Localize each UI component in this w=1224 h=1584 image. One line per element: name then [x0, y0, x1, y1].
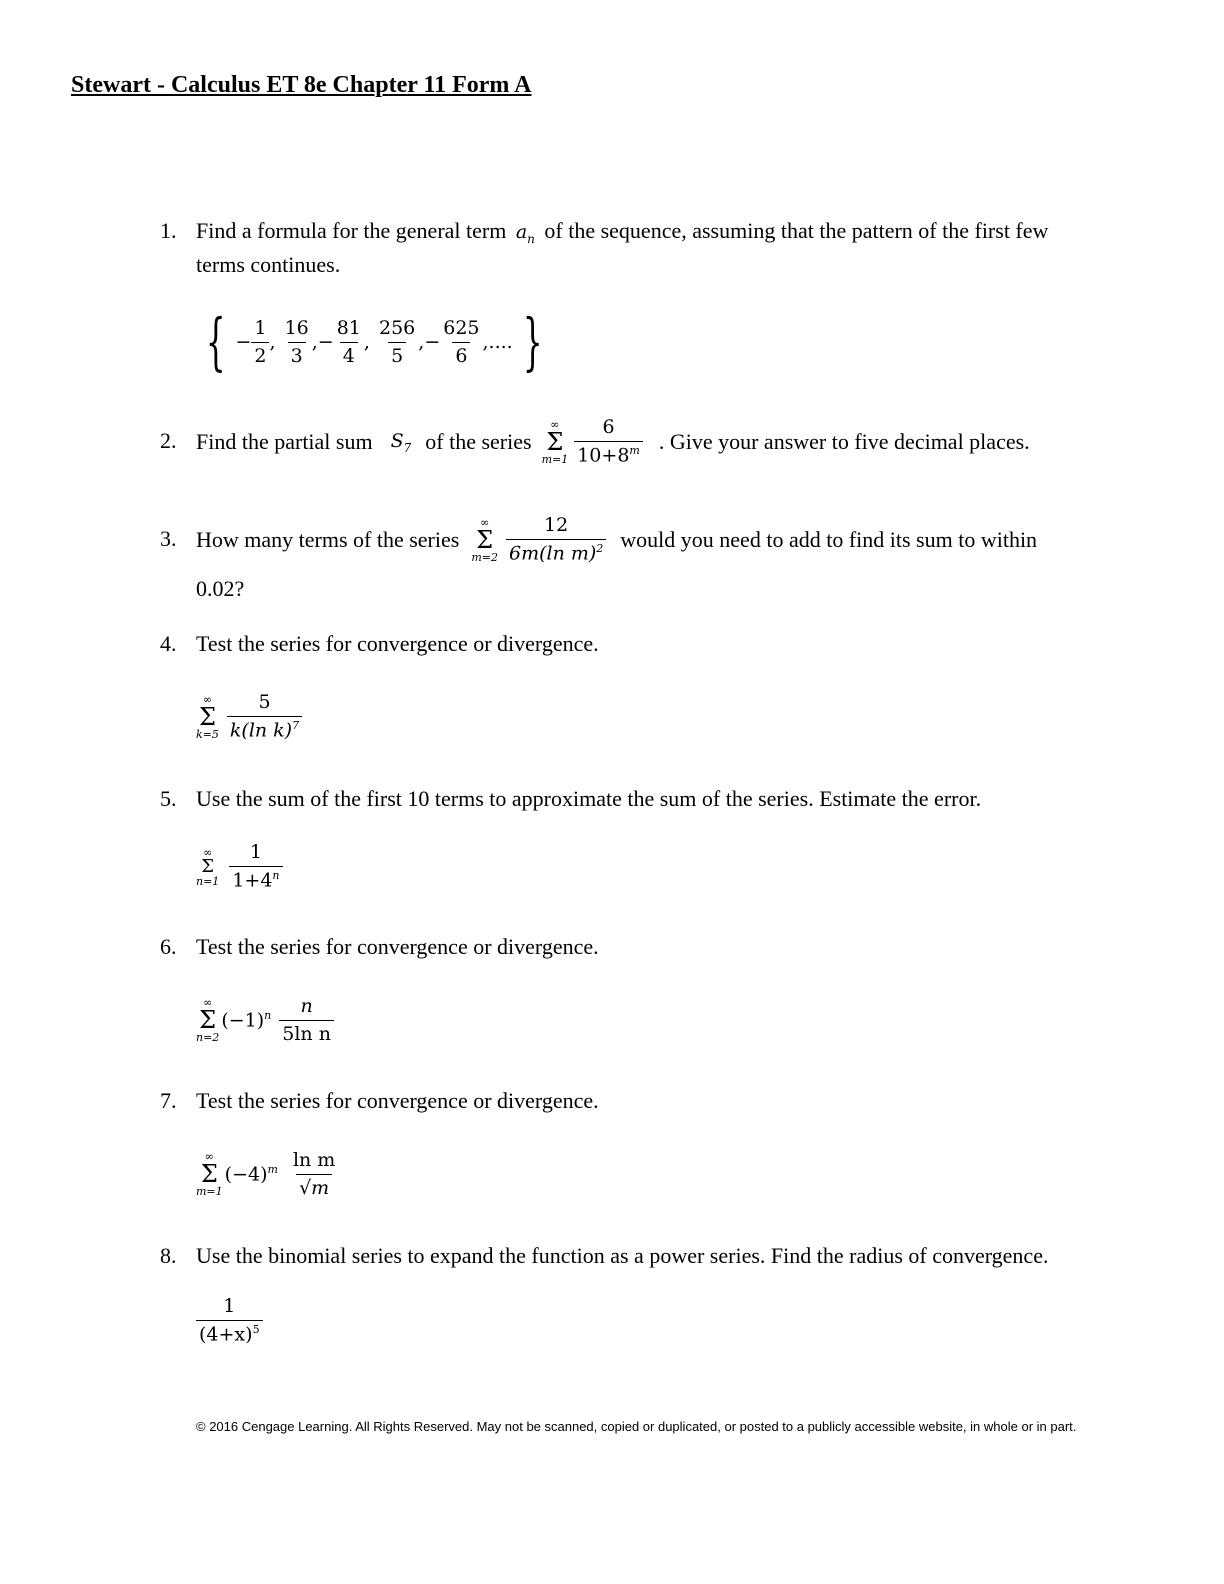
question-2-number: 2. — [160, 428, 177, 453]
question-3-sigma: ∞ Σ m=2 — [471, 516, 498, 564]
question-6-number: 6. — [160, 934, 177, 959]
question-2-text: Find the partial sum S7 of the series ∞ … — [196, 416, 1030, 467]
question-3-text: How many terms of the series ∞ Σ m=2 12 … — [196, 514, 1038, 565]
question-1-text: Find a formula for the general term an o… — [196, 218, 1049, 246]
question-6-text: Test the series for convergence or diver… — [196, 934, 599, 959]
question-3-text-line2: 0.02? — [196, 576, 245, 601]
question-2-sigma: ∞ Σ m=1 — [541, 418, 569, 466]
right-brace: } — [522, 305, 543, 378]
question-8-fraction: 1 (4+x)5 — [196, 1296, 263, 1345]
left-brace: { — [205, 305, 226, 378]
question-5-sigma: ∞ Σ n=1 — [196, 845, 220, 888]
question-7-expression: ∞ Σ m=1 (−4)m ln m √m — [196, 1150, 338, 1199]
question-5-fraction: 1 1+4n — [229, 842, 283, 891]
question-6-expression: ∞ Σ n=2 (−1)n n 5ln n — [196, 996, 334, 1045]
question-4-sigma: ∞ Σ k=5 — [196, 692, 219, 741]
question-7-sigma: ∞ Σ m=1 — [196, 1150, 223, 1199]
question-8-expression: 1 (4+x)5 — [196, 1296, 263, 1345]
question-3-number: 3. — [160, 526, 177, 551]
copyright-footer: © 2016 Cengage Learning. All Rights Rese… — [196, 1419, 1077, 1434]
question-5-text: Use the sum of the first 10 terms to app… — [196, 786, 982, 811]
question-1-text-line2: terms continues. — [196, 252, 341, 277]
question-4-number: 4. — [160, 631, 177, 656]
question-5-expression: ∞ Σ n=1 1 1+4n — [196, 842, 283, 891]
question-4-fraction: 5 k(ln k)7 — [226, 692, 303, 741]
question-8-number: 8. — [160, 1243, 177, 1268]
question-7-fraction: ln m √m — [292, 1149, 336, 1199]
question-4-expression: ∞ Σ k=5 5 k(ln k)7 — [196, 692, 303, 741]
question-2-fraction: 6 10+8m — [574, 417, 643, 466]
question-6-sigma: ∞ Σ n=2 — [196, 996, 220, 1045]
question-1-number: 1. — [160, 218, 177, 243]
page-title: Stewart - Calculus ET 8e Chapter 11 Form… — [71, 72, 532, 98]
question-6-fraction: n 5ln n — [279, 996, 334, 1045]
question-5-number: 5. — [160, 786, 177, 811]
question-8-text: Use the binomial series to expand the fu… — [196, 1243, 1049, 1268]
question-3-fraction: 12 6m(ln m)2 — [505, 515, 607, 564]
question-4-text: Test the series for convergence or diver… — [196, 631, 599, 656]
question-7-text: Test the series for convergence or diver… — [196, 1088, 599, 1113]
question-7-number: 7. — [160, 1088, 177, 1113]
